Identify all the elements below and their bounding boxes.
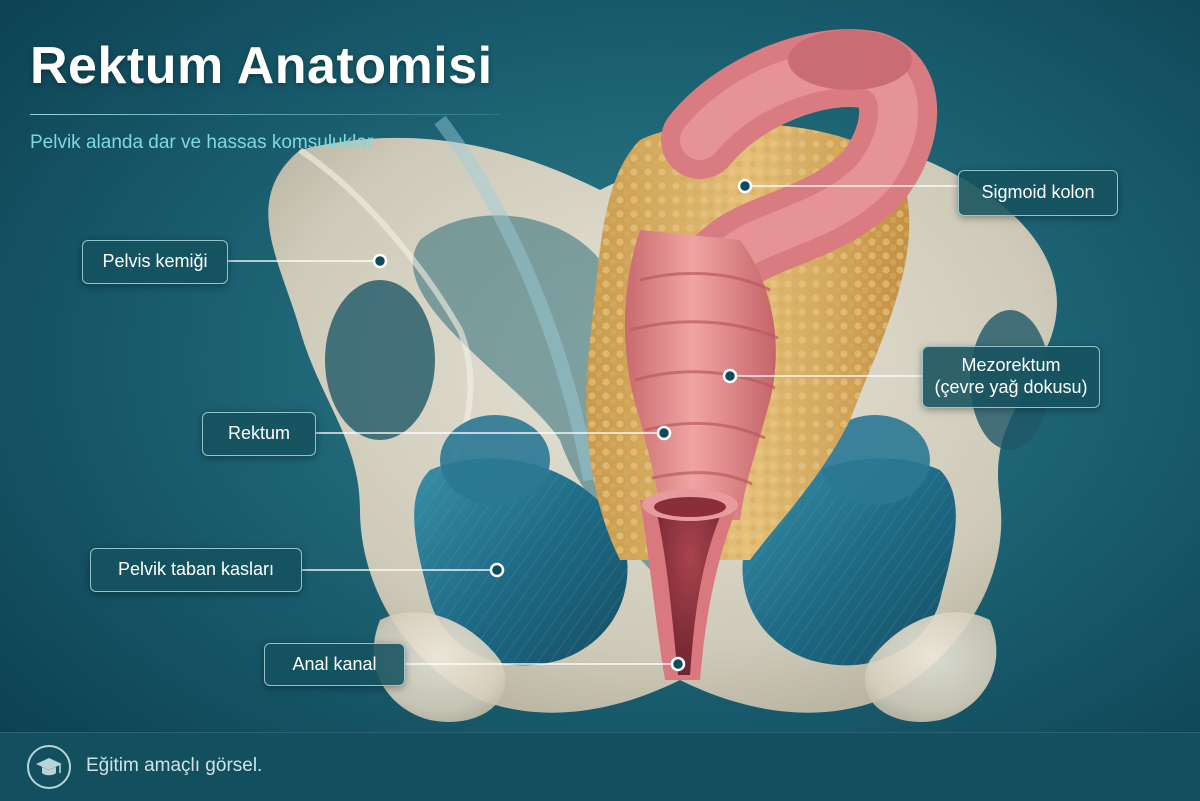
label-sigmoid-colon-text: Sigmoid kolon xyxy=(981,182,1095,203)
footer-bar: Eğitim amaçlı görsel. xyxy=(0,732,1200,801)
label-sigmoid-colon: Sigmoid kolon xyxy=(958,170,1118,216)
label-rectum-text: Rektum xyxy=(227,423,290,444)
label-anal-canal-text: Anal kanal xyxy=(292,653,377,674)
graduation-cap-icon xyxy=(27,745,71,789)
label-anal-canal: Anal kanal xyxy=(264,643,405,686)
mesorectum-marker xyxy=(722,368,738,384)
pelvic-floor-marker xyxy=(489,562,505,578)
page-subtitle: Pelvik alanda dar ve hassas komşuluklar xyxy=(30,132,374,153)
label-pelvic-floor-muscles-text: Pelvik taban kasları xyxy=(117,559,275,580)
label-mesorectum-text: Mezorektum xyxy=(961,355,1061,376)
rectum-marker xyxy=(656,425,672,441)
footer-note: Eğitim amaçlı görsel. xyxy=(86,755,263,776)
title-divider xyxy=(30,114,500,115)
anal-canal-marker xyxy=(670,656,686,672)
page-title: Rektum Anatomisi xyxy=(30,37,493,95)
label-pelvic-bone-text: Pelvis kemiği xyxy=(102,251,208,272)
label-rectum: Rektum xyxy=(202,412,316,456)
label-mesorectum-subtext: (çevre yağ dokusu) xyxy=(934,377,1088,397)
sigmoid-colon-marker xyxy=(737,178,753,194)
pelvic-bone-marker xyxy=(372,253,388,269)
label-mesorectum: Mezorektum (çevre yağ dokusu) xyxy=(922,346,1100,408)
label-pelvic-bone: Pelvis kemiği xyxy=(82,240,228,284)
label-pelvic-floor-muscles: Pelvik taban kasları xyxy=(90,548,302,592)
